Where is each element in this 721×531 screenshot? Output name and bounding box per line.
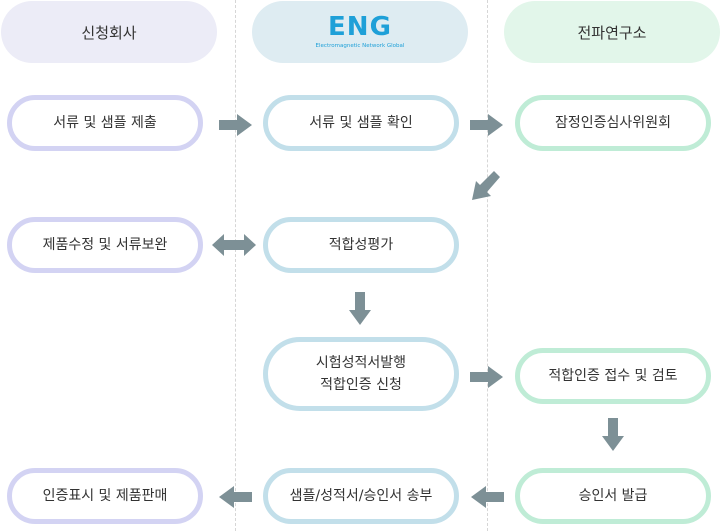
step-submit-docs-label: 서류 및 샘플 제출 [53, 115, 157, 131]
arrow-down-icon [349, 292, 371, 325]
arrow-left-icon [471, 486, 504, 508]
arrow-right-icon [470, 114, 503, 136]
step-confirm-docs-label: 서류 및 샘플 확인 [309, 115, 413, 131]
step-revise-docs-label: 제품수정 및 서류보완 [42, 237, 168, 253]
arrow-down-icon [602, 418, 624, 451]
step-submit-docs: 서류 및 샘플 제출 [7, 95, 203, 151]
step-interim-committee-label: 잠정인증심사위원회 [555, 115, 671, 131]
arrow-left-icon [219, 486, 252, 508]
column-divider-left [235, 0, 236, 531]
step-send-cert-label: 샘플/성적서/승인서 송부 [289, 488, 433, 504]
applicant-column-header: 신청회사 [1, 1, 217, 63]
step-issue-approval-label: 승인서 발급 [578, 488, 648, 504]
step-conformity-eval: 적합성평가 [263, 217, 459, 273]
step-receive-review-label: 적합인증 접수 및 검토 [548, 368, 678, 384]
step-send-cert: 샘플/성적서/승인서 송부 [263, 468, 459, 524]
step-interim-committee: 잠정인증심사위원회 [515, 95, 711, 151]
step-conformity-eval-label: 적합성평가 [328, 237, 394, 253]
arrow-down-left-icon [472, 171, 500, 200]
arrow-right-icon [219, 114, 252, 136]
step-label-sale-label: 인증표시 및 제품판매 [42, 488, 168, 504]
step-test-report-line1: 시험성적서발행 [315, 355, 407, 371]
eng-logo: ENG Electromagnetic Network Global [316, 14, 405, 50]
step-test-report: 시험성적서발행 적합인증 신청 [263, 337, 459, 411]
eng-logo-text: ENG [328, 12, 392, 42]
step-receive-review: 적합인증 접수 및 검토 [515, 348, 711, 404]
eng-column-header: ENG Electromagnetic Network Global [252, 1, 468, 63]
step-label-sale: 인증표시 및 제품판매 [7, 468, 203, 524]
institute-header-label: 전파연구소 [577, 23, 647, 42]
arrow-right-icon [470, 366, 503, 388]
arrow-double-icon [212, 234, 256, 256]
institute-column-header: 전파연구소 [504, 1, 720, 63]
column-divider-right [487, 0, 488, 531]
step-confirm-docs: 서류 및 샘플 확인 [263, 95, 459, 151]
applicant-header-label: 신청회사 [81, 23, 137, 42]
eng-logo-mark: ENG [328, 14, 392, 40]
eng-logo-tagline: Electromagnetic Network Global [315, 43, 405, 49]
step-test-report-line2: 적합인증 신청 [320, 377, 402, 393]
step-issue-approval: 승인서 발급 [515, 468, 711, 524]
step-revise-docs: 제품수정 및 서류보완 [7, 217, 203, 273]
